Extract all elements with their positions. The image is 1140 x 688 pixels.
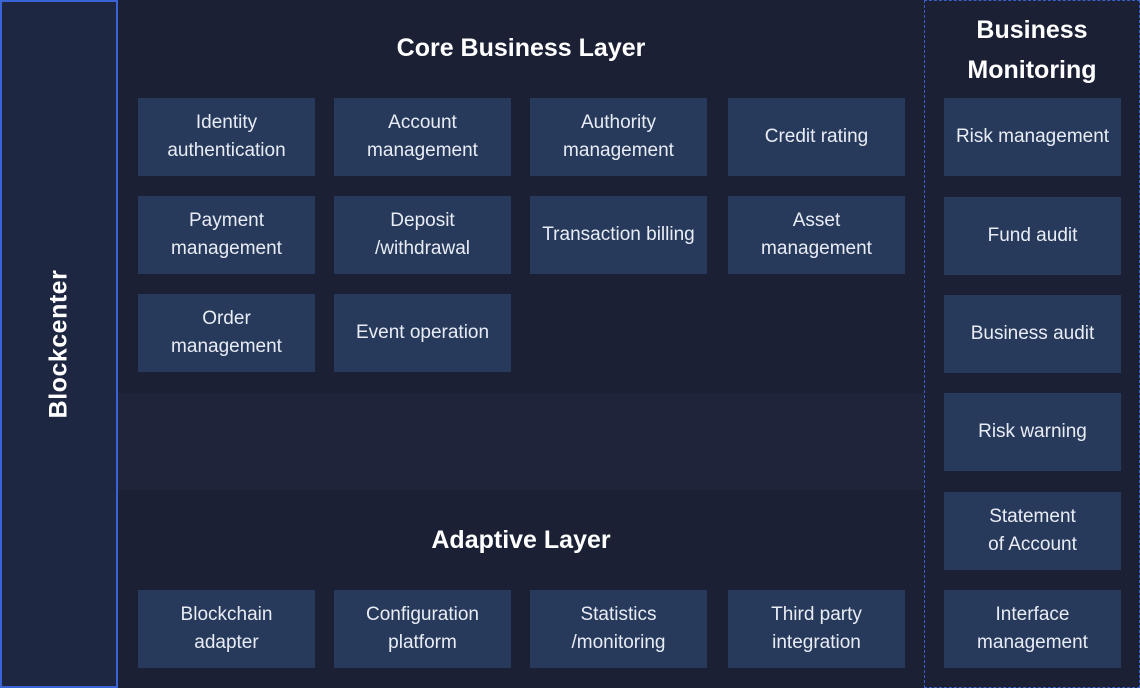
blockcenter-label: Blockcenter — [44, 269, 73, 419]
tile-identity-authentication: Identity authentication — [138, 98, 315, 176]
tile-statement-of-account: Statement of Account — [944, 492, 1121, 570]
tile-asset-management: Asset management — [728, 196, 905, 274]
tile-account-management: Account management — [334, 98, 511, 176]
tile-risk-management: Risk management — [944, 98, 1121, 176]
tile-transaction-billing: Transaction billing — [530, 196, 707, 274]
tile-event-operation: Event operation — [334, 294, 511, 372]
tile-payment-management: Payment management — [138, 196, 315, 274]
tile-order-management: Order management — [138, 294, 315, 372]
tile-fund-audit: Fund audit — [944, 197, 1121, 275]
tile-credit-rating: Credit rating — [728, 98, 905, 176]
tile-risk-warning: Risk warning — [944, 393, 1121, 471]
business-monitoring-title: Business Monitoring — [967, 16, 1097, 84]
tile-business-audit: Business audit — [944, 295, 1121, 373]
blockcenter-bar — [0, 0, 118, 688]
layer-separator-band — [118, 393, 924, 490]
tile-interface-management: Interface management — [944, 590, 1121, 668]
adaptive-layer-title: Adaptive Layer — [431, 526, 611, 554]
tile-authority-management: Authority management — [530, 98, 707, 176]
core-business-layer-title: Core Business Layer — [396, 34, 646, 62]
tile-third-party-integration: Third party integration — [728, 590, 905, 668]
tile-blockchain-adapter: Blockchain adapter — [138, 590, 315, 668]
tile-statistics-monitoring: Statistics /monitoring — [530, 590, 707, 668]
tile-configuration-platform: Configuration platform — [334, 590, 511, 668]
tile-deposit-withdrawal: Deposit /withdrawal — [334, 196, 511, 274]
